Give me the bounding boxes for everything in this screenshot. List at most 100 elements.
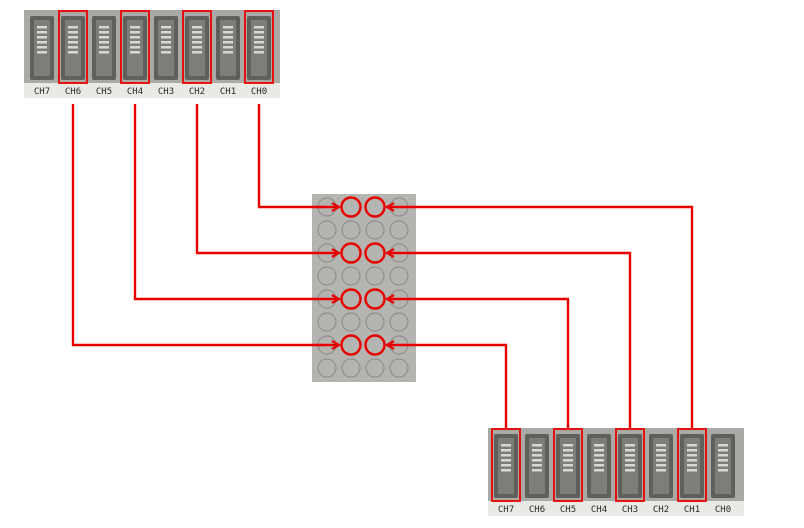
breadboard-hole [365, 220, 385, 240]
top-label-ch5: CH5 [96, 87, 112, 97]
pin-rib [687, 469, 697, 472]
breadboard-hole [341, 266, 361, 286]
bottom-highlight-ch7 [491, 428, 521, 502]
breadboard-grid [312, 194, 416, 382]
bottom-wire-ch7 [387, 345, 508, 428]
bottom-wire-ch5 [387, 299, 570, 428]
top-pin-ch5: CH5 [92, 16, 116, 97]
connection-target-ch1 [364, 196, 386, 218]
bottom-pin-ch1: CH1 [677, 428, 707, 515]
pin-rib [99, 51, 109, 54]
bottom-label-ch3: CH3 [622, 505, 638, 515]
breadboard-hole [341, 220, 361, 240]
pin-rib [37, 41, 47, 44]
connection-target-ch6 [340, 334, 362, 356]
pin-rib [161, 41, 171, 44]
pin-rib [223, 46, 233, 49]
breadboard-hole [317, 220, 337, 240]
pin-rib [161, 51, 171, 54]
pin-rib [687, 464, 697, 467]
pin-rib [192, 46, 202, 49]
bottom-pin-ch3: CH3 [615, 428, 645, 515]
pin-rib [687, 454, 697, 457]
pin-rib [161, 46, 171, 49]
pin-rib [594, 449, 604, 452]
pin-rib [37, 51, 47, 54]
breadboard-hole [389, 220, 409, 240]
pin-rib [161, 31, 171, 34]
bottom-pin-ch4: CH4 [587, 434, 611, 515]
pin-rib [532, 464, 542, 467]
pin-rib [594, 444, 604, 447]
bottom-label-ch2: CH2 [653, 505, 669, 515]
breadboard-hole [317, 266, 337, 286]
bottom-wire-ch3 [387, 253, 632, 428]
bottom-pin-ch5: CH5 [553, 428, 583, 515]
top-highlight-ch4 [120, 10, 150, 84]
top-pin-ch4: CH4 [120, 10, 150, 97]
top-wire-ch2 [195, 104, 339, 253]
connection-target-ch0 [340, 196, 362, 218]
connection-target-ch5 [364, 288, 386, 310]
pin-rib [99, 41, 109, 44]
pin-rib [625, 454, 635, 457]
top-wire-ch4 [133, 104, 339, 299]
pin-rib [656, 469, 666, 472]
connection-target-ch7 [364, 334, 386, 356]
bottom-pin-ch7: CH7 [491, 428, 521, 515]
breadboard-hole [317, 358, 337, 378]
bottom-label-ch5: CH5 [560, 505, 576, 515]
pin-rib [254, 31, 264, 34]
bottom-label-ch6: CH6 [529, 505, 545, 515]
pin-rib [99, 46, 109, 49]
pin-rib [501, 454, 511, 457]
bottom-label-ch4: CH4 [591, 505, 607, 515]
pin-rib [718, 454, 728, 457]
pin-rib [718, 444, 728, 447]
pin-rib [192, 36, 202, 39]
pin-rib [68, 26, 78, 29]
pin-rib [656, 464, 666, 467]
pin-rib [625, 449, 635, 452]
pin-rib [501, 449, 511, 452]
top-highlight-ch6 [58, 10, 88, 84]
breadboard-hole [365, 266, 385, 286]
pin-rib [656, 454, 666, 457]
bottom-pin-ch2: CH2 [649, 434, 673, 515]
bottom-pin-ch6: CH6 [525, 434, 549, 515]
pin-rib [563, 454, 573, 457]
pin-rib [192, 41, 202, 44]
pin-rib [192, 31, 202, 34]
pin-rib [37, 31, 47, 34]
pin-rib [254, 41, 264, 44]
pin-rib [130, 31, 140, 34]
pin-rib [594, 459, 604, 462]
pin-rib [532, 454, 542, 457]
top-pin-ch0: CH0 [244, 10, 274, 97]
top-label-ch7: CH7 [34, 87, 50, 97]
pin-rib [594, 454, 604, 457]
pin-rib [625, 469, 635, 472]
top-pin-ch1: CH1 [216, 16, 240, 97]
breadboard-hole [341, 358, 361, 378]
pin-rib [68, 41, 78, 44]
top-label-strip [24, 83, 280, 98]
pin-rib [68, 36, 78, 39]
connection-target-ch4 [340, 288, 362, 310]
pin-rib [99, 36, 109, 39]
pin-rib [223, 26, 233, 29]
pin-rib [192, 26, 202, 29]
top-pin-ch7: CH7 [30, 16, 54, 97]
bottom-pin-ch0: CH0 [711, 434, 735, 515]
pin-rib [192, 51, 202, 54]
pin-rib [161, 36, 171, 39]
breadboard-body [312, 194, 416, 382]
pin-rib [68, 31, 78, 34]
pin-rib [501, 469, 511, 472]
pin-rib [68, 46, 78, 49]
bottom-label-ch7: CH7 [498, 505, 514, 515]
pin-rib [563, 444, 573, 447]
pin-rib [130, 26, 140, 29]
